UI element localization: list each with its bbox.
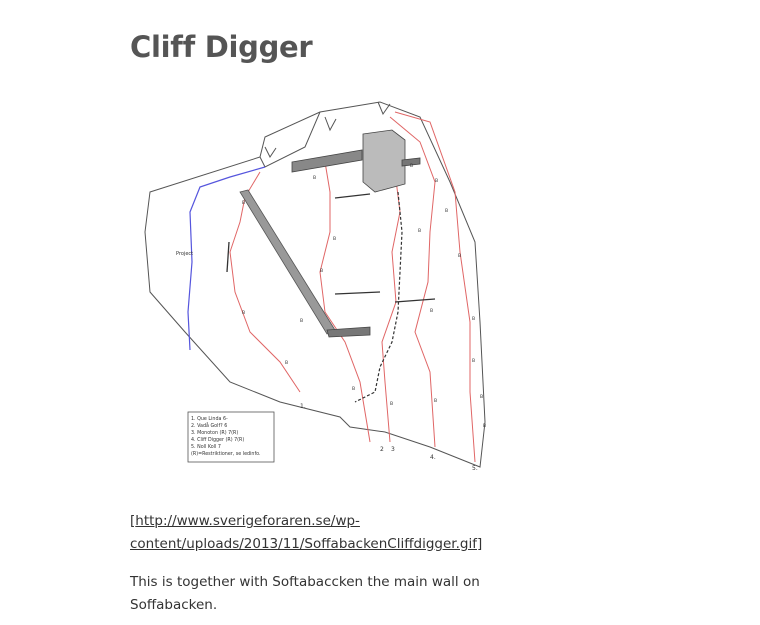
bolt-marker: B	[333, 236, 336, 242]
crack-short-3	[394, 298, 436, 303]
ledge-small	[401, 157, 421, 167]
anchor-group	[264, 101, 391, 158]
legend-box	[187, 411, 275, 463]
bolt-marker: B	[313, 175, 316, 181]
crack-short-4	[226, 241, 230, 273]
bolt-marker: B	[483, 423, 486, 429]
legend: 1. Que Linda 6- 2. Vadå Golf? 6 3. Monot…	[191, 416, 261, 457]
legend-entry: 2. Vadå Golf? 6	[191, 422, 227, 429]
bolt-marker: B	[445, 208, 448, 214]
page-title: Cliff Digger	[130, 30, 313, 64]
ledge-bottom	[326, 326, 371, 338]
ledge-diagonal	[239, 189, 336, 335]
image-source-link[interactable]: http://www.sverigeforaren.se/wp-content/…	[130, 513, 477, 552]
route-number: 5.	[472, 465, 478, 472]
bolt-marker: B	[472, 358, 475, 364]
ledge-block	[362, 129, 406, 193]
crack-short-1	[334, 193, 371, 199]
project-line	[187, 166, 266, 351]
route-line-4	[389, 116, 436, 448]
legend-entry: 5. Noll Koll 7	[191, 444, 221, 450]
legend-entry: (R)=Restriktioner, se ledinfo.	[191, 451, 261, 457]
bolt-marker: B	[472, 316, 475, 322]
bolt-marker: B	[352, 386, 355, 392]
wall-inner-outline	[259, 111, 321, 168]
route-number: 2	[380, 446, 384, 453]
crack-short-2	[334, 291, 381, 295]
route-number: 1.	[300, 403, 306, 410]
bolt-marker: B	[320, 268, 323, 274]
link-bracket-close: ]	[476, 536, 483, 552]
wall-outline	[144, 101, 486, 468]
description-text: This is together with Softabaccken the m…	[130, 574, 480, 613]
route-number: 3	[391, 446, 395, 453]
bolt-marker: B	[434, 398, 437, 404]
bolt-marker: B	[242, 200, 245, 206]
legend-entry: 3. Monoton (R) 7(R)	[191, 430, 238, 436]
route-number: 4.	[430, 454, 436, 461]
ledge-top	[291, 149, 363, 173]
crack-line	[354, 191, 403, 403]
topo-diagram: Project B B B B B B B B B B B B B B B B …	[144, 101, 486, 472]
bolt-markers: B B B B B B B B B B B B B B B B B B B B	[242, 163, 486, 429]
bolt-marker: B	[300, 318, 303, 324]
image-link-paragraph: [http://www.sverigeforaren.se/wp-content…	[130, 510, 490, 556]
link-bracket-open: [	[130, 513, 136, 529]
bolt-marker: B	[480, 394, 483, 400]
route-numbers: 1. 2 3 4. 5.	[300, 403, 478, 472]
route-line-5	[394, 111, 476, 463]
bolt-marker: B	[435, 178, 438, 184]
bolt-marker: B	[418, 228, 421, 234]
legend-entry: 4. Cliff Digger (R) 7(R)	[191, 437, 244, 443]
bolt-marker: B	[390, 401, 393, 407]
legend-entry: 1. Que Linda 6-	[191, 416, 228, 422]
bolt-marker: B	[242, 310, 245, 316]
route-line-2	[319, 161, 371, 443]
bolt-marker: B	[458, 253, 461, 259]
route-line-1	[229, 171, 301, 393]
bolt-marker: B	[285, 360, 288, 366]
project-label: Project	[176, 251, 193, 257]
bolt-marker: B	[410, 163, 413, 169]
bolt-marker: B	[430, 308, 433, 314]
